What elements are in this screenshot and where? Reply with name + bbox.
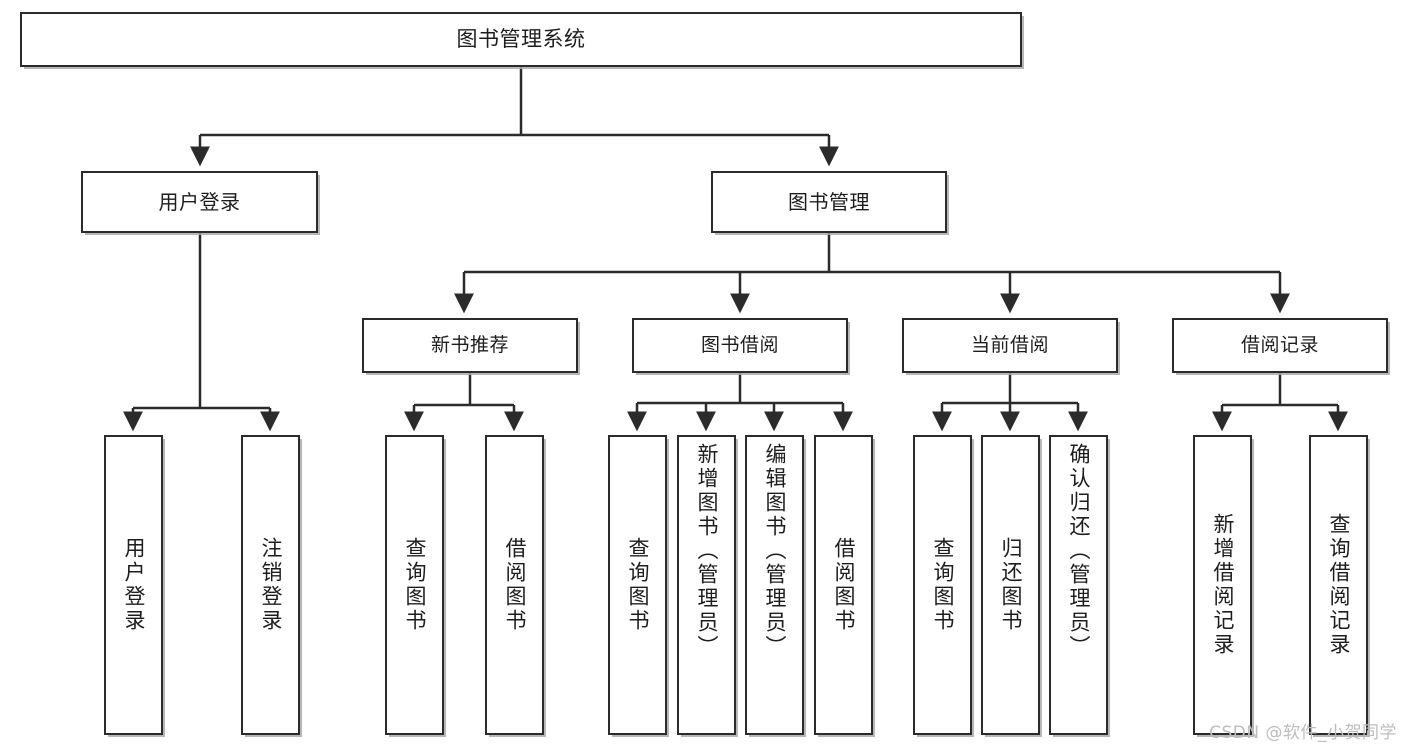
leaf-book-borrow-2-label: 新增图书（管理员） bbox=[695, 443, 719, 659]
leaf-book-borrow-4[interactable]: 借阅图书 bbox=[814, 435, 873, 735]
leaf-new-book-recommend-2-label: 借阅图书 bbox=[503, 537, 527, 633]
leaf-current-borrow-2-label: 归还图书 bbox=[999, 537, 1023, 633]
leaf-borrow-record-2[interactable]: 查询借阅记录 bbox=[1309, 435, 1368, 735]
leaf-current-borrow-1[interactable]: 查询图书 bbox=[913, 435, 972, 735]
node-new-book-recommend-label: 新书推荐 bbox=[430, 333, 509, 356]
watermark-text: CSDN @软件_小贺同学 bbox=[1209, 723, 1397, 743]
node-new-book-recommend[interactable]: 新书推荐 bbox=[362, 318, 578, 373]
node-borrow-record[interactable]: 借阅记录 bbox=[1172, 318, 1388, 373]
leaf-user-login-2[interactable]: 注销登录 bbox=[241, 435, 300, 735]
leaf-new-book-recommend-2[interactable]: 借阅图书 bbox=[485, 435, 544, 735]
node-book-manage-label: 图书管理 bbox=[788, 189, 870, 214]
leaf-book-borrow-3[interactable]: 编辑图书（管理员） bbox=[745, 435, 804, 735]
node-book-borrow-label: 图书借阅 bbox=[700, 333, 779, 356]
node-book-manage[interactable]: 图书管理 bbox=[711, 171, 947, 233]
leaf-book-borrow-2[interactable]: 新增图书（管理员） bbox=[677, 435, 736, 735]
node-user-login[interactable]: 用户登录 bbox=[81, 171, 318, 233]
leaf-user-login-1-label: 用户登录 bbox=[122, 537, 146, 633]
leaf-borrow-record-2-label: 查询借阅记录 bbox=[1327, 513, 1351, 657]
leaf-current-borrow-3[interactable]: 确认归还（管理员） bbox=[1049, 435, 1108, 735]
leaf-new-book-recommend-1-label: 查询图书 bbox=[403, 537, 427, 633]
leaf-current-borrow-1-label: 查询图书 bbox=[931, 537, 955, 633]
leaf-borrow-record-1[interactable]: 新增借阅记录 bbox=[1193, 435, 1252, 735]
leaf-current-borrow-2[interactable]: 归还图书 bbox=[981, 435, 1040, 735]
node-root-label: 图书管理系统 bbox=[456, 26, 586, 51]
leaf-user-login-2-label: 注销登录 bbox=[259, 537, 283, 633]
node-user-login-label: 用户登录 bbox=[158, 189, 241, 214]
node-book-borrow[interactable]: 图书借阅 bbox=[632, 318, 848, 373]
node-borrow-record-label: 借阅记录 bbox=[1240, 333, 1319, 356]
node-root[interactable]: 图书管理系统 bbox=[20, 12, 1022, 67]
leaf-book-borrow-1[interactable]: 查询图书 bbox=[608, 435, 667, 735]
node-current-borrow[interactable]: 当前借阅 bbox=[902, 318, 1118, 373]
leaf-book-borrow-4-label: 借阅图书 bbox=[832, 537, 856, 633]
leaf-user-login-1[interactable]: 用户登录 bbox=[104, 435, 163, 735]
leaf-new-book-recommend-1[interactable]: 查询图书 bbox=[385, 435, 444, 735]
leaf-book-borrow-3-label: 编辑图书（管理员） bbox=[763, 443, 787, 659]
leaf-current-borrow-3-label: 确认归还（管理员） bbox=[1067, 443, 1091, 659]
leaf-borrow-record-1-label: 新增借阅记录 bbox=[1211, 513, 1235, 657]
node-current-borrow-label: 当前借阅 bbox=[970, 333, 1049, 356]
leaf-book-borrow-1-label: 查询图书 bbox=[626, 537, 650, 633]
